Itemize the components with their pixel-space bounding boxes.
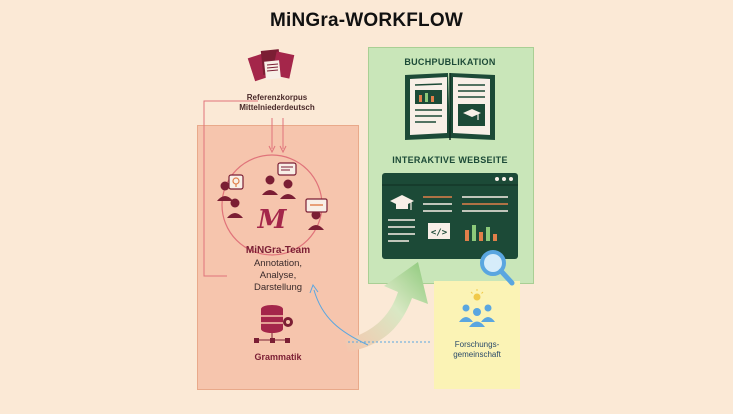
corpus-loop-line — [203, 100, 258, 277]
grammatik-label: Grammatik — [254, 352, 302, 362]
presentation-icon — [305, 198, 328, 230]
mingra-logo-icon: M — [257, 205, 288, 235]
team-panel — [197, 125, 359, 390]
corpus-label-line1: Referenzkorpus — [246, 93, 308, 102]
main-flow-arrow — [345, 262, 428, 352]
svg-text:</>: </> — [431, 228, 448, 238]
feedback-arrow — [309, 283, 369, 346]
research-label-line2: gemeinschaft — [453, 350, 501, 359]
corpus-label-line2: Mittelniederdeutsch — [239, 103, 315, 112]
page-title: MiNGra-WORKFLOW — [270, 10, 463, 31]
website-window-icon: </> — [382, 173, 518, 259]
book-publication-title: BUCHPUBLIKATION — [404, 57, 496, 67]
corpus-down-arrows — [268, 118, 287, 154]
svg-text:M: M — [257, 205, 288, 235]
team-people-icon — [227, 175, 296, 218]
team-name: MiNGra-Team — [245, 245, 311, 256]
research-community-icon — [459, 289, 495, 327]
interactive-website-title: INTERAKTIVE WEBSEITE — [392, 155, 508, 165]
database-icon — [254, 305, 293, 343]
team-task-presentation: Darstellung — [253, 282, 303, 293]
research-community-label: Forschungs- gemeinschaft — [434, 340, 520, 360]
team-task-analysis: Analyse, — [259, 270, 297, 281]
documents-icon — [247, 49, 295, 82]
speech-bubble-icon — [277, 162, 297, 176]
research-label-line1: Forschungs- — [454, 340, 500, 349]
idea-icon — [217, 174, 244, 201]
corpus-label: Referenzkorpus Mittelniederdeutsch — [222, 93, 332, 113]
magnifier-icon — [480, 250, 515, 286]
team-task-annotation: Annotation, — [253, 258, 303, 269]
open-book-icon — [405, 73, 495, 140]
